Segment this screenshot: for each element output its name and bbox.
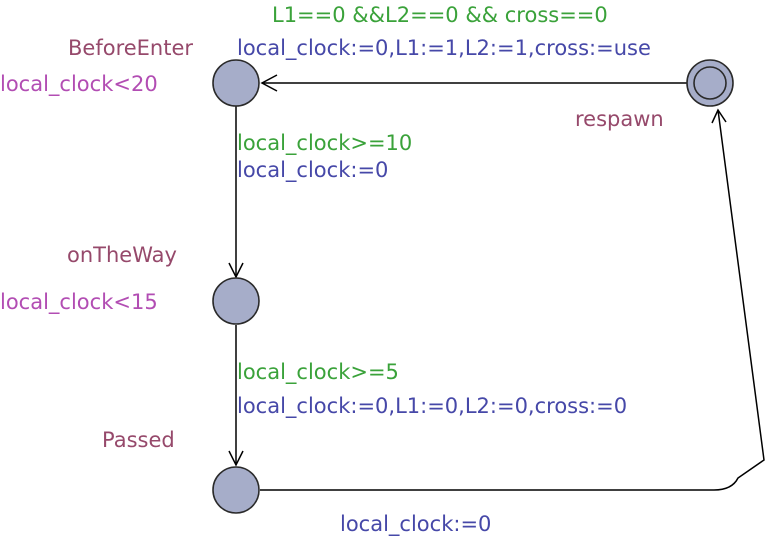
invariant-on-the-way: local_clock<15 <box>0 290 158 315</box>
update-on-the-way-to-passed: local_clock:=0,L1:=0,L2:=0,cross:=0 <box>237 394 627 419</box>
edge-respawn-to-before-enter[interactable] <box>260 74 687 92</box>
update-passed-to-respawn: local_clock:=0 <box>340 512 491 537</box>
guard-before-enter-to-on-the-way: local_clock>=10 <box>237 131 412 156</box>
guard-respawn-to-before-enter: L1==0 &&L2==0 && cross==0 <box>272 3 608 27</box>
location-name-on-the-way: onTheWay <box>67 243 177 267</box>
edge-on-the-way-to-passed[interactable] <box>228 325 244 467</box>
edge-before-enter-to-on-the-way[interactable] <box>228 106 244 279</box>
location-respawn[interactable] <box>686 59 734 107</box>
edge-passed-to-respawn[interactable] <box>260 108 765 491</box>
location-name-passed: Passed <box>102 428 175 452</box>
location-passed[interactable] <box>212 466 260 514</box>
location-before-enter[interactable] <box>212 59 260 107</box>
location-on-the-way[interactable] <box>212 277 260 325</box>
update-before-enter-to-on-the-way: local_clock:=0 <box>237 158 388 183</box>
guard-on-the-way-to-passed: local_clock>=5 <box>237 360 399 385</box>
location-name-before-enter: BeforeEnter <box>68 36 193 60</box>
location-name-respawn: respawn <box>575 107 664 131</box>
invariant-before-enter: local_clock<20 <box>0 72 158 97</box>
update-respawn-to-before-enter: local_clock:=0,L1:=1,L2:=1,cross:=use <box>237 36 651 61</box>
